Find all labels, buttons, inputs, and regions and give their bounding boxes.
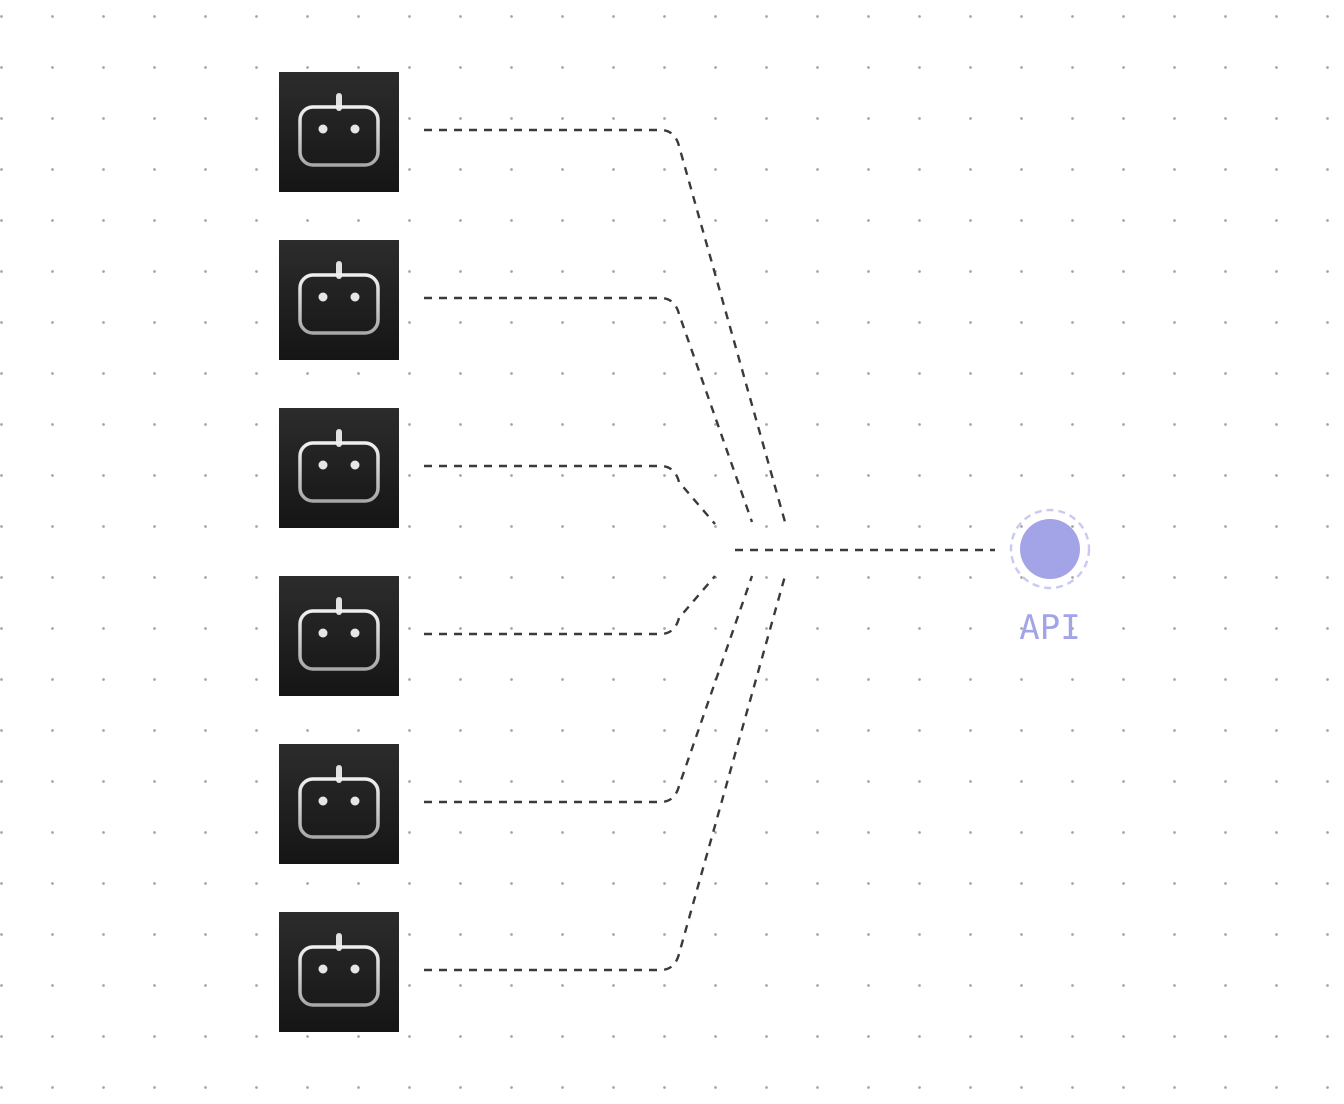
agent-node[interactable] bbox=[279, 408, 399, 528]
agent-box bbox=[279, 240, 399, 360]
agent-connector bbox=[424, 296, 754, 523]
robot-icon bbox=[298, 597, 380, 671]
agent-node[interactable] bbox=[279, 744, 399, 864]
robot-icon bbox=[298, 93, 380, 167]
api-label: API bbox=[1019, 608, 1080, 648]
robot-icon bbox=[298, 765, 380, 839]
robot-icon bbox=[298, 261, 380, 335]
agent-box bbox=[279, 408, 399, 528]
agent-node[interactable] bbox=[279, 240, 399, 360]
agent-box bbox=[279, 72, 399, 192]
robot-icon bbox=[298, 933, 380, 1007]
agent-node[interactable] bbox=[279, 576, 399, 696]
agent-node[interactable] bbox=[279, 72, 399, 192]
api-node-ring bbox=[1009, 508, 1091, 590]
agent-box bbox=[279, 744, 399, 864]
connector-lines bbox=[424, 128, 787, 972]
agent-column bbox=[279, 72, 399, 1032]
agent-box bbox=[279, 912, 399, 1032]
agent-connector bbox=[424, 575, 716, 636]
agent-node[interactable] bbox=[279, 912, 399, 1032]
api-node[interactable]: API bbox=[1009, 508, 1091, 648]
agent-connector bbox=[424, 575, 754, 804]
robot-icon bbox=[298, 429, 380, 503]
api-node-dot bbox=[1020, 519, 1080, 579]
agent-connector bbox=[424, 464, 716, 525]
agent-box bbox=[279, 576, 399, 696]
